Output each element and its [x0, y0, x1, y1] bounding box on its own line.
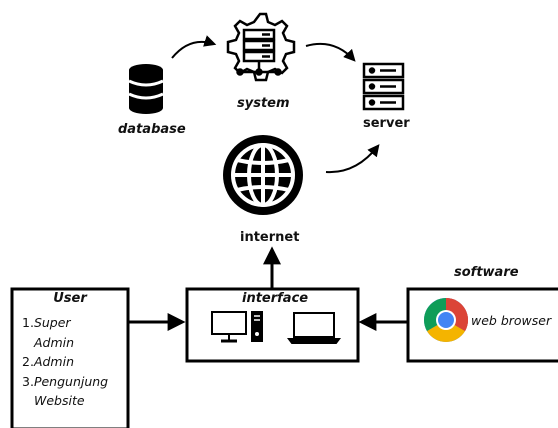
arrow-database-to-system: [171, 35, 217, 59]
pc-tower-icon: [251, 311, 263, 342]
software-box: [406, 287, 558, 363]
internet-label: internet: [240, 230, 300, 245]
arrow-internet-to-server: [325, 144, 380, 174]
chrome-icon: [424, 298, 468, 342]
server-rack-icon: [362, 62, 405, 111]
user-role-list: 1.Super Admin 2.Admin 3.Pengunjung Websi…: [22, 313, 108, 411]
desktop-monitor-icon: [211, 311, 247, 343]
interface-box: [185, 287, 360, 363]
list-item: 3.Pengunjung: [22, 373, 109, 389]
web-browser-label: web browser: [471, 313, 552, 328]
arrow-system-to-server: [305, 42, 356, 62]
user-panel: User 1.Super Admin 2.Admin 3.Pengunjung …: [12, 289, 128, 428]
list-item: 2.Admin: [22, 354, 74, 369]
laptop-icon: [287, 312, 341, 344]
database-label: database: [118, 122, 186, 137]
list-item: 1.Super: [22, 315, 71, 330]
list-item: Website: [34, 393, 85, 408]
interface-label: interface: [242, 291, 309, 306]
software-label: software: [454, 265, 519, 280]
system-label: system: [237, 96, 290, 111]
list-item: Admin: [34, 334, 75, 350]
globe-icon: [223, 135, 303, 215]
user-title: User: [53, 291, 87, 306]
database-icon: [128, 64, 164, 114]
gear-server-icon: [226, 12, 296, 82]
server-label: server: [363, 116, 410, 131]
user-box: [10, 287, 130, 428]
